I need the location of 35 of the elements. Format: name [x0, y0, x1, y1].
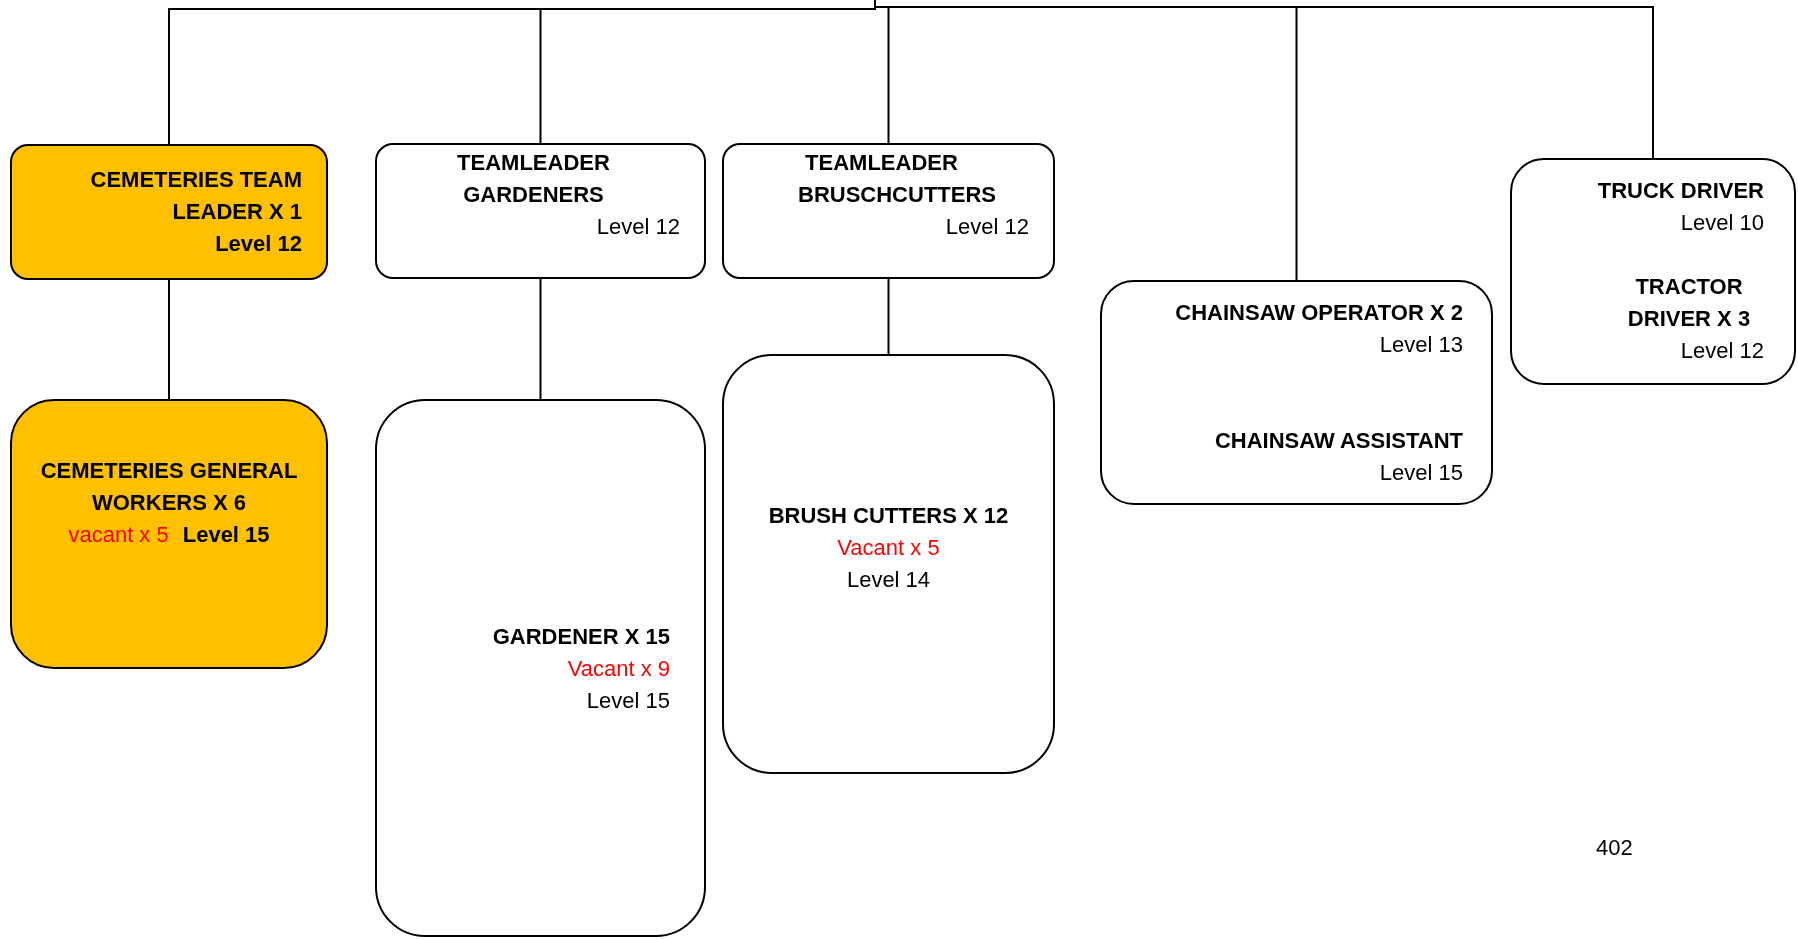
role-title: TEAMLEADER GARDENERS [456, 149, 611, 209]
role-title: TEAMLEADER BRUSCHCUTTERS [797, 149, 997, 209]
role-title: Level 12 [214, 230, 302, 258]
role-box [1510, 158, 1796, 385]
level-text: Level 13 [1378, 331, 1463, 359]
role-title: TRACTOR DRIVER X 3 [1626, 273, 1752, 333]
role-box [375, 399, 706, 937]
level-text: Level 15 [1378, 459, 1463, 487]
role-box [722, 354, 1055, 774]
connector-line [887, 278, 890, 355]
level-text: Level 12 [944, 213, 1029, 241]
role-title: CHAINSAW OPERATOR X 2 [1174, 299, 1463, 327]
level-text: Level 10 [1679, 209, 1764, 237]
role-title: CHAINSAW ASSISTANT [1213, 427, 1463, 455]
level-text: Level 15 [585, 687, 670, 715]
role-title: CEMETERIES GENERAL WORKERS X 6 [39, 457, 299, 517]
role-box [1100, 280, 1493, 505]
role-box [722, 143, 1055, 279]
vacancy-text: vacant x 5 [68, 521, 169, 549]
role-title: Level 15 [182, 521, 270, 549]
role-title: CEMETERIES TEAM LEADER X 1 [89, 166, 302, 226]
role-title: BRUSH CUTTERS X 12 [767, 502, 1010, 530]
level-text: Level 14 [845, 566, 932, 594]
role-title: TRUCK DRIVER [1596, 177, 1764, 205]
connector-line [168, 279, 170, 400]
role-box [10, 144, 328, 280]
page-number: 402 [1596, 834, 1633, 862]
role-box [10, 399, 328, 669]
vacancy-text: Vacant x 5 [836, 534, 941, 562]
level-text: Level 12 [1679, 337, 1764, 365]
connector-line [539, 278, 542, 400]
vacancy-text: Vacant x 9 [566, 655, 670, 683]
level-text: Level 12 [595, 213, 680, 241]
role-box [375, 143, 706, 279]
role-title: GARDENER X 15 [491, 623, 670, 651]
